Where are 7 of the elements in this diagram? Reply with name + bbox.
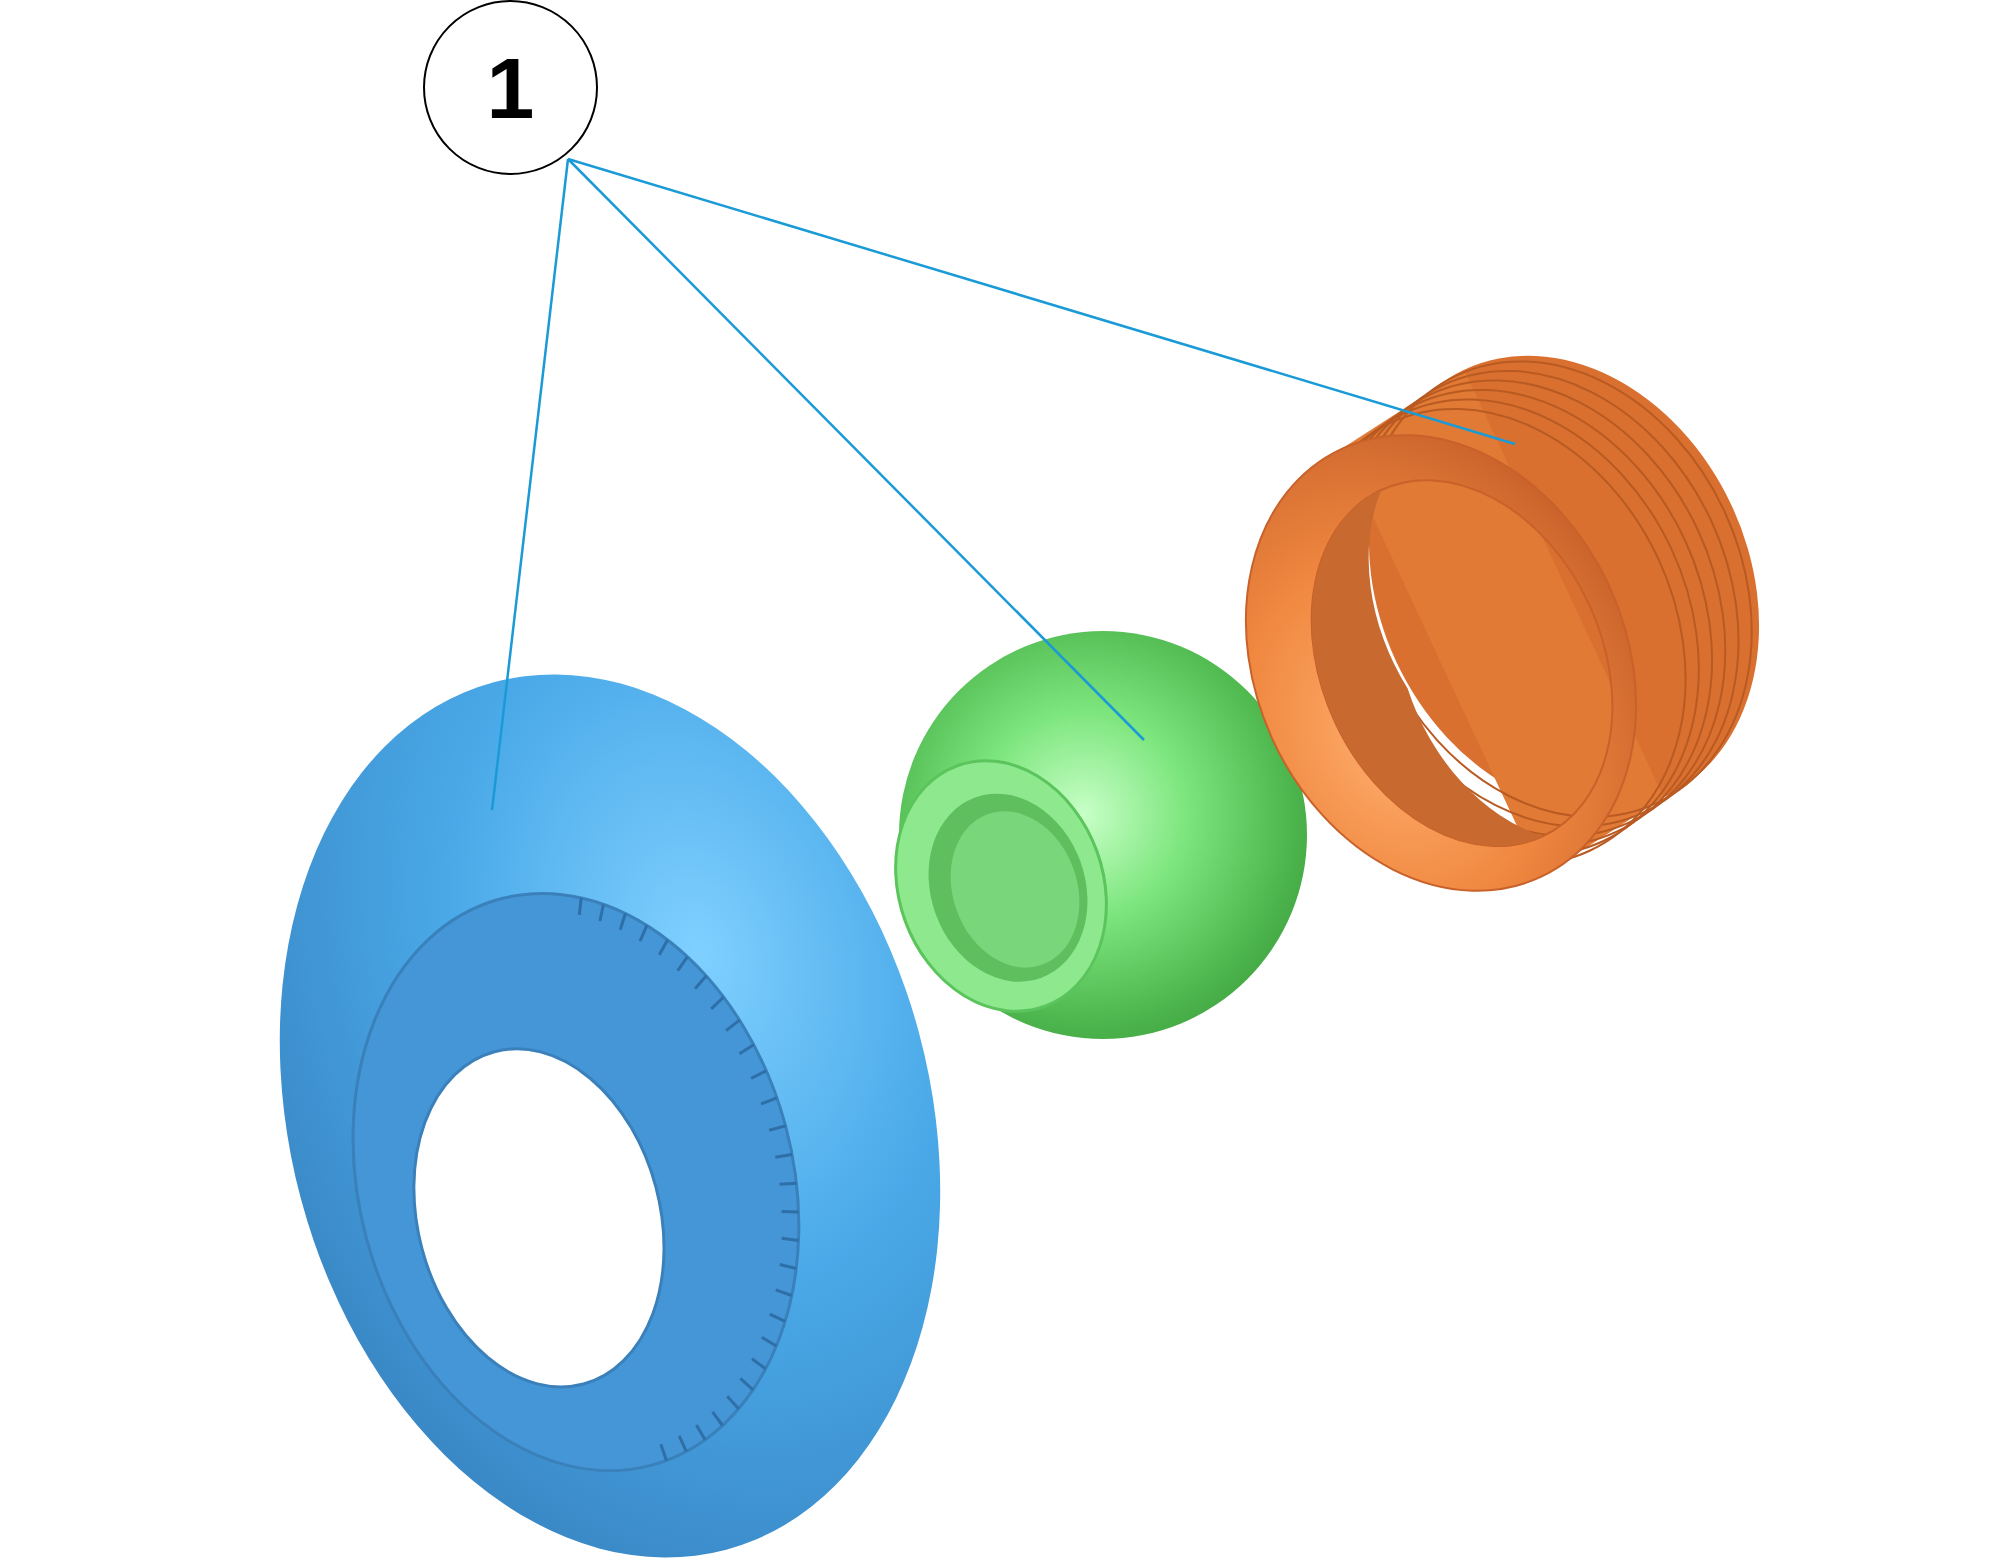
leader-line [490,158,570,811]
leader-line [567,158,1145,741]
part-drawing [1245,356,1760,892]
callout-number: 1 [486,44,535,131]
leader-line [567,157,1516,446]
part-drawing [894,631,1307,1039]
part-drawing [279,674,941,1558]
